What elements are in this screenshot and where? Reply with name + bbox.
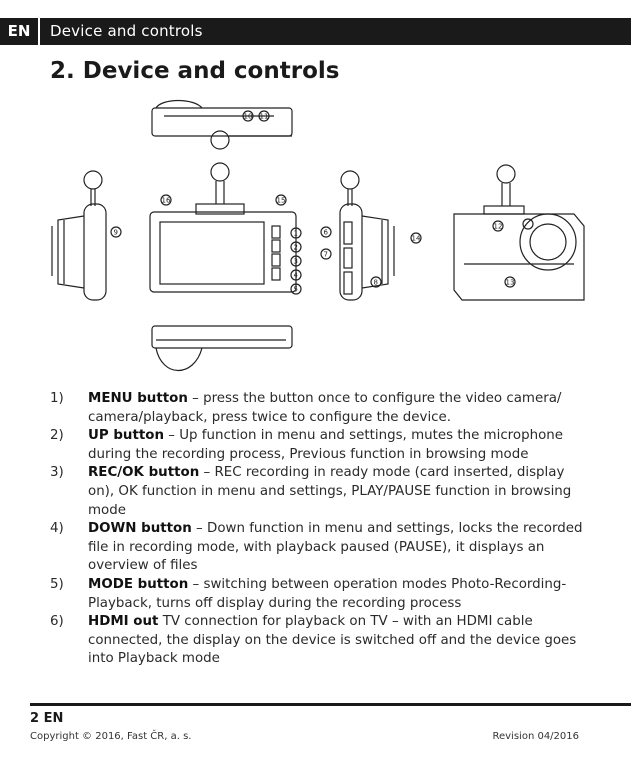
item-text: – switching between operation modes Phot… xyxy=(88,576,567,611)
item-label: MODE button xyxy=(88,576,189,592)
callout-14: 14 xyxy=(412,235,421,243)
callout-13: 13 xyxy=(506,279,515,287)
callout-5: 5 xyxy=(294,286,298,294)
item-text: – Up function in menu and settings, mute… xyxy=(88,428,563,462)
device-diagram: 1 2 3 4 5 6 7 8 9 10 11 12 13 14 15 16 xyxy=(51,99,585,372)
copyright-text: Copyright © 2016, Fast ČR, a. s. xyxy=(30,731,192,742)
footer-divider xyxy=(30,703,631,706)
revision-text: Revision 04/2016 xyxy=(492,731,579,742)
item-number: 3) xyxy=(50,465,64,481)
item-label: DOWN button xyxy=(88,521,192,537)
callout-12: 12 xyxy=(494,223,503,231)
item-label: UP button xyxy=(88,428,165,444)
language-badge: EN xyxy=(0,18,38,45)
item-label: MENU button xyxy=(88,391,188,406)
device-perspective-view xyxy=(453,164,585,301)
callout-6: 6 xyxy=(324,229,329,237)
item-text: – REC recording in ready mode (card inse… xyxy=(88,465,572,518)
item-label: REC/OK button xyxy=(88,465,200,481)
item-text: – press the button once to configure the… xyxy=(88,391,562,425)
item-number: 2) xyxy=(50,428,64,444)
callout-10: 10 xyxy=(244,113,253,121)
header-bar: EN Device and controls xyxy=(0,18,631,45)
item-text: – Down function in menu and settings, lo… xyxy=(88,521,583,574)
device-bottom-view xyxy=(151,325,293,372)
list-item: 4) DOWN button – Down function in menu an… xyxy=(50,520,590,576)
item-number: 5) xyxy=(50,576,64,592)
item-text: TV connection for playback on TV – with … xyxy=(88,614,577,667)
list-item: 5) MODE button – switching between operat… xyxy=(50,576,590,613)
page-title: 2. Device and controls xyxy=(50,58,340,84)
device-left-side-view xyxy=(51,170,107,301)
list-item: 2) UP button – Up function in menu and se… xyxy=(50,427,590,464)
callout-1: 1 xyxy=(294,230,298,238)
list-item: 1) MENU button – press the button once to… xyxy=(50,390,590,427)
list-item: 3) REC/OK button – REC recording in ready… xyxy=(50,464,590,520)
item-number: 1) xyxy=(50,391,64,406)
callout-15: 15 xyxy=(277,197,286,205)
page-number: 2 EN xyxy=(30,711,64,726)
device-top-view xyxy=(151,99,293,150)
device-right-side-view xyxy=(339,170,395,301)
controls-list: 1) MENU button – press the button once to… xyxy=(50,390,590,669)
item-number: 6) xyxy=(50,614,64,630)
callout-16: 16 xyxy=(162,197,171,205)
item-number: 4) xyxy=(50,521,64,537)
callout-2: 2 xyxy=(294,244,298,252)
item-label: HDMI out xyxy=(88,614,159,630)
device-front-view xyxy=(149,162,297,293)
list-item: 6) HDMI out TV connection for playback on… xyxy=(50,613,590,669)
callout-labels: 1 2 3 4 5 6 7 8 9 10 11 12 13 14 15 16 xyxy=(114,113,515,294)
callout-11: 11 xyxy=(260,113,269,121)
callout-9: 9 xyxy=(114,229,118,237)
header-section-title: Device and controls xyxy=(40,18,631,45)
callout-3: 3 xyxy=(294,258,298,266)
callout-8: 8 xyxy=(374,279,378,287)
callout-markers xyxy=(110,110,516,295)
callout-4: 4 xyxy=(294,272,299,280)
callout-7: 7 xyxy=(324,251,328,259)
